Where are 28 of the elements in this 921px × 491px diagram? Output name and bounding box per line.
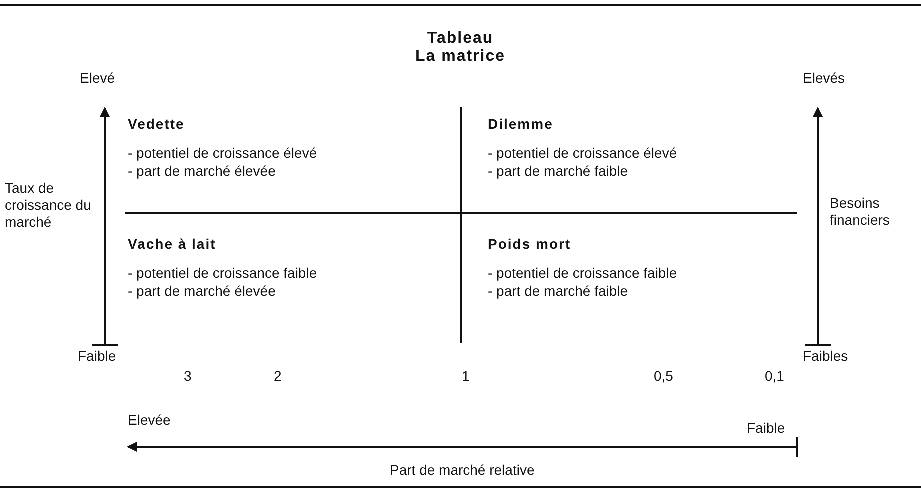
tick-label: 0,5 xyxy=(654,368,674,385)
tick-label: 1 xyxy=(462,368,470,385)
quadrant-title: Vache à lait xyxy=(128,236,218,252)
axis-end-label: Faible xyxy=(747,420,786,437)
axis-end-label: Elevé xyxy=(80,70,116,87)
bullet-text: - part de marché faible xyxy=(488,282,630,300)
axis-end-label: Elevés xyxy=(803,70,846,87)
tick-label: 3 xyxy=(184,368,192,385)
diagram-subtitle: La matrice xyxy=(414,48,507,65)
axis-label: Taux de croissance du marché xyxy=(5,180,92,231)
bullet-text: - potentiel de croissance élevé xyxy=(488,144,678,162)
axis-end-label: Elevée xyxy=(128,412,171,429)
diagram-title: Tableau xyxy=(426,30,495,47)
quadrant-title: Dilemme xyxy=(488,116,554,132)
axis-label: Part de marché relative xyxy=(390,462,535,479)
axis-end-label: Faible xyxy=(78,348,116,365)
axis-end-label: Faibles xyxy=(803,348,848,365)
bullet-text: - potentiel de croissance faible xyxy=(128,264,318,282)
bullet-text: - part de marché élevée xyxy=(128,162,277,180)
bullet-text: - part de marché élevée xyxy=(128,282,277,300)
tick-label: 0,1 xyxy=(765,368,784,385)
bullet-text: - potentiel de croissance faible xyxy=(488,264,678,282)
axis-label: Besoins financiers xyxy=(830,195,891,229)
tick-label: 2 xyxy=(274,368,282,385)
quadrant-title: Vedette xyxy=(128,116,186,132)
quadrant-title: Poids mort xyxy=(488,236,572,252)
bullet-text: - potentiel de croissance élevé xyxy=(128,144,318,162)
bullet-text: - part de marché faible xyxy=(488,162,630,180)
